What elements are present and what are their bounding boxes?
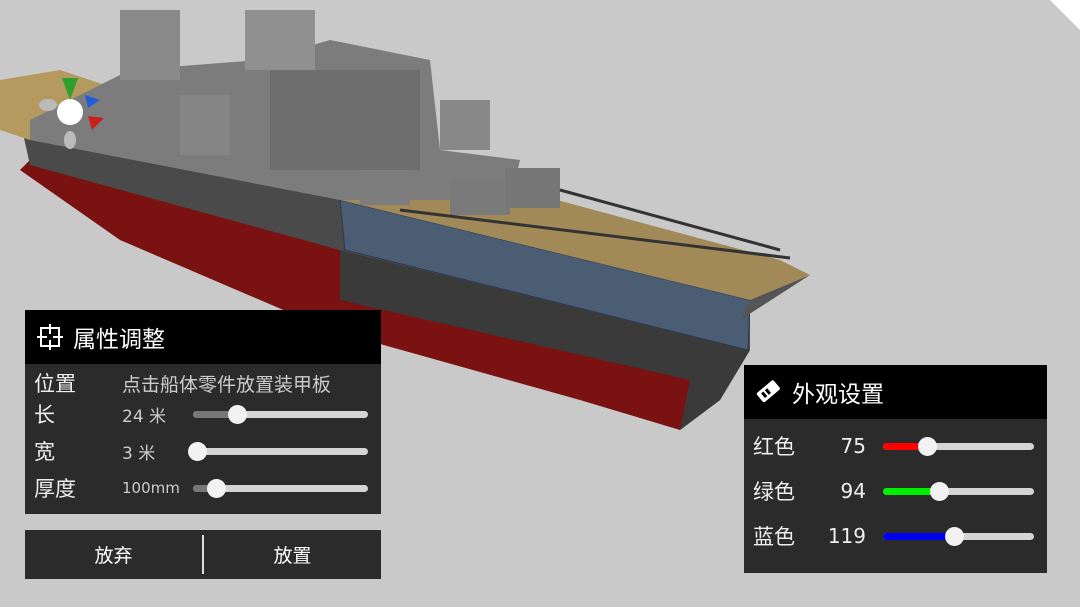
red-value: 75	[840, 434, 866, 458]
length-slider[interactable]	[193, 405, 368, 424]
slider-fill	[883, 443, 928, 450]
slider-handle[interactable]	[206, 479, 226, 498]
slider-fill	[883, 488, 939, 495]
thickness-value: 100mm	[122, 479, 180, 497]
blue-value: 119	[827, 524, 866, 548]
paint-roller-icon	[756, 380, 780, 403]
slider-fill	[193, 485, 216, 492]
divider	[202, 535, 204, 574]
attributes-panel: 属性调整 位置 点击船体零件放置装甲板 长 24 米 宽 3 米 厚度 100m…	[25, 310, 381, 514]
width-slider[interactable]	[188, 442, 368, 461]
red-label: 红色	[753, 435, 795, 459]
slider-handle[interactable]	[918, 437, 938, 456]
green-row: 绿色 94	[744, 473, 1047, 509]
red-slider[interactable]	[883, 437, 1034, 456]
appearance-panel-title: 外观设置	[792, 382, 884, 408]
thickness-label: 厚度	[34, 477, 76, 501]
crosshair-icon	[37, 324, 63, 350]
green-label: 绿色	[753, 480, 795, 504]
slider-fill	[883, 533, 954, 540]
position-hint: 点击船体零件放置装甲板	[122, 373, 332, 396]
slider-handle[interactable]	[188, 442, 207, 461]
appearance-panel: 外观设置 红色 75 绿色 94 蓝色 119	[744, 365, 1047, 573]
blue-slider[interactable]	[883, 527, 1034, 546]
rotation-gizmo-icon[interactable]	[39, 78, 104, 149]
position-row: 位置 点击船体零件放置装甲板	[25, 365, 381, 401]
slider-fill	[193, 411, 237, 418]
place-button[interactable]: 放置	[204, 530, 381, 579]
blue-label: 蓝色	[753, 525, 795, 549]
action-bar: 放弃 放置	[25, 530, 381, 579]
thickness-row: 厚度 100mm	[25, 470, 381, 506]
slider-handle[interactable]	[944, 527, 964, 546]
green-value: 94	[840, 479, 866, 503]
appearance-panel-header: 外观设置	[744, 365, 1047, 419]
length-value: 24 米	[122, 406, 167, 427]
width-row: 宽 3 米	[25, 433, 381, 469]
red-row: 红色 75	[744, 428, 1047, 464]
blue-row: 蓝色 119	[744, 518, 1047, 554]
length-row: 长 24 米	[25, 396, 381, 432]
attributes-panel-header: 属性调整	[25, 310, 381, 364]
position-label: 位置	[34, 372, 76, 396]
width-label: 宽	[34, 440, 55, 464]
width-value: 3 米	[122, 443, 156, 464]
slider-handle[interactable]	[227, 405, 247, 424]
attributes-panel-title: 属性调整	[73, 327, 165, 353]
length-label: 长	[34, 403, 55, 427]
slider-handle[interactable]	[929, 482, 949, 501]
thickness-slider[interactable]	[193, 479, 368, 498]
green-slider[interactable]	[883, 482, 1034, 501]
discard-button[interactable]: 放弃	[25, 530, 202, 579]
